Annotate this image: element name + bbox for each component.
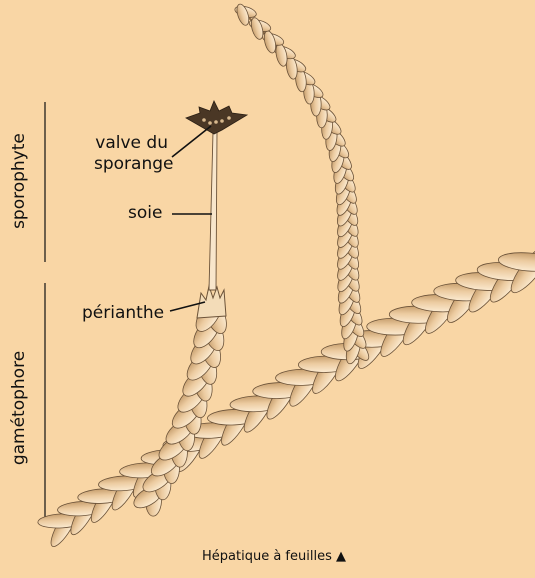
valve-leader-line: [172, 126, 211, 157]
perianthe-label: périanthe: [82, 303, 164, 324]
upper-curled-shoot: [234, 3, 373, 366]
leaf: [249, 16, 265, 40]
leaf: [274, 43, 289, 67]
soie-label: soie: [128, 203, 162, 224]
caption: Hépatique à feuilles ▲: [202, 549, 346, 564]
gametophore-label: gamétophore: [9, 348, 29, 468]
triangle-up-icon: ▲: [336, 549, 346, 564]
fertile-shoot: [130, 296, 230, 517]
leaf: [262, 30, 277, 54]
main-shoot: [37, 239, 535, 549]
valve-label: valve du sporange: [94, 133, 168, 175]
valve-label-line-1: valve du: [94, 133, 168, 154]
sporangium-valves: [186, 101, 247, 134]
perianth: [197, 286, 226, 318]
valve-label-line-2: sporange: [94, 154, 168, 175]
seta: [209, 132, 217, 290]
caption-text: Hépatique à feuilles: [202, 549, 332, 564]
sporophyte-label: sporophyte: [9, 131, 29, 231]
